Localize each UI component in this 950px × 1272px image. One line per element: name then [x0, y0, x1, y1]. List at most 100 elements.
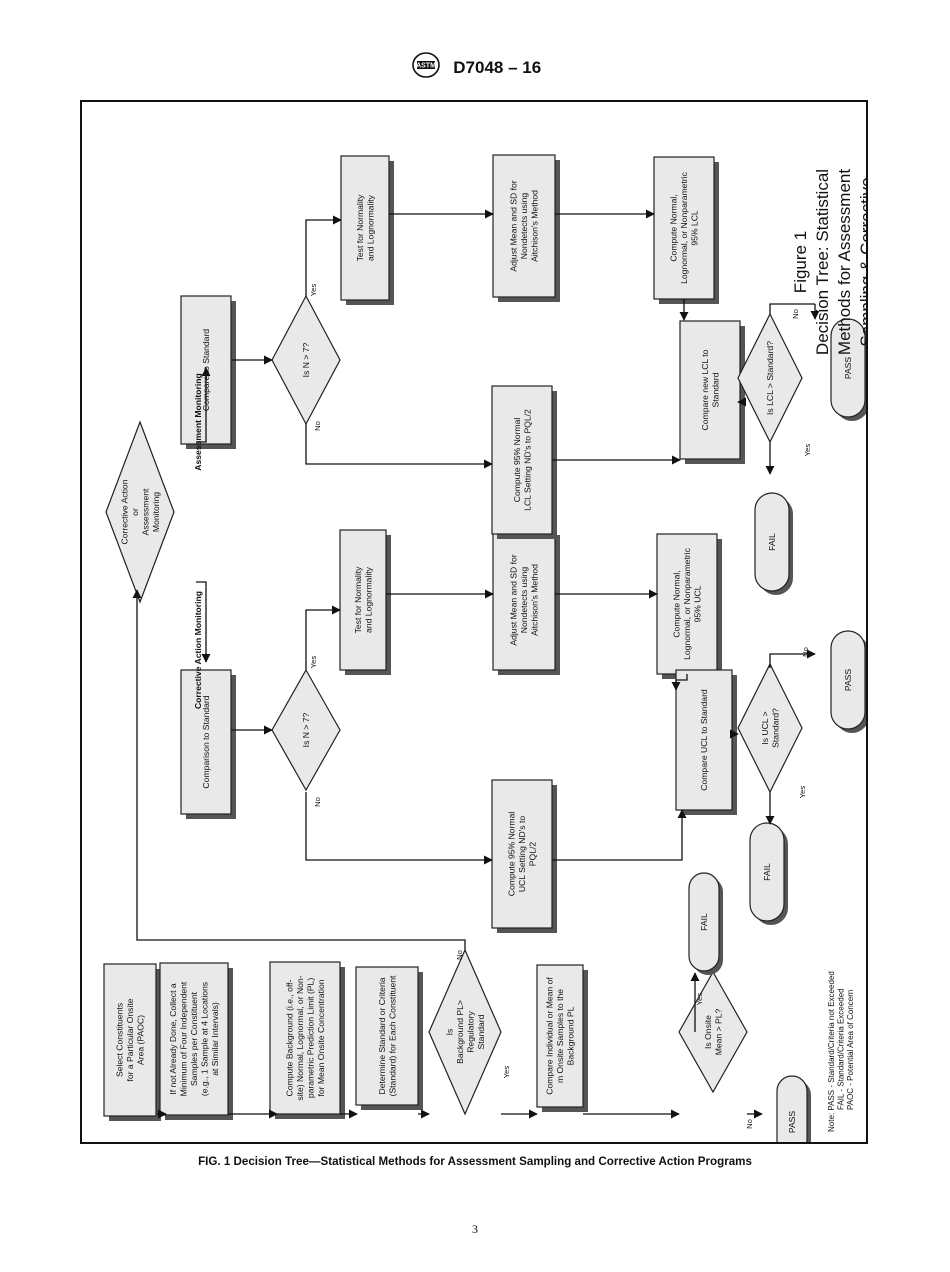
terminal-pass-label-line: PASS — [843, 357, 853, 380]
terminal-pass-label: PASS — [843, 357, 853, 380]
terminal-fail-label: FAIL — [762, 863, 772, 881]
figure-title-line: Decision Tree: Statistical — [813, 169, 832, 355]
process-box-b2-label-line: (e.g., 1 Sample at 4 Locations — [200, 982, 210, 1096]
label-corrective-monitoring-line: Corrective Action Monitoring — [193, 591, 203, 709]
process-box-b12-label: Compare to Standard — [201, 329, 211, 411]
process-box-b11 — [675, 669, 733, 811]
astm-logo-icon: ASTM — [409, 52, 443, 83]
decision-d2-label-line: Mean > PL? — [713, 1008, 723, 1055]
page-number: 3 — [472, 1222, 478, 1236]
process-box-b14 — [340, 155, 390, 301]
process-box-b4 — [355, 966, 419, 1106]
branch-label-yes-text: Yes — [309, 284, 318, 297]
branch-label-yes-text: Yes — [695, 993, 704, 1006]
process-box-b7-label-line: Compute 95% Normal — [507, 812, 517, 897]
process-box-b3-label: Compute Background (i.e., off-site) Norm… — [284, 975, 326, 1100]
decision-d6-label: Is N > 7? — [301, 342, 311, 377]
process-box-b9-label-line: Aitchison's Method — [530, 564, 540, 636]
figure-title-line: Figure 1 — [791, 231, 810, 293]
decision-d3-label-line: Corrective Action — [119, 479, 129, 544]
decision-d1-label-line: Regulatory — [465, 1011, 475, 1053]
terminal-fail-label: FAIL — [767, 533, 777, 551]
figure-note-line: PAOC - Potential Area of Concern — [846, 990, 855, 1110]
connector-line — [305, 792, 493, 865]
branch-label-no: No — [791, 309, 800, 319]
process-box-b10-label-line: Lognormal, or Nonparametric — [682, 547, 692, 659]
process-box-b6 — [180, 669, 232, 815]
label-assessment-monitoring: Assessment Monitoring — [193, 373, 203, 470]
terminal-fail-label-line: FAIL — [767, 533, 777, 551]
process-box-b10-label-line: 95% UCL — [693, 585, 703, 622]
process-box-b10-label: Compute Normal,Lognormal, or Nonparametr… — [672, 547, 703, 659]
process-box-b13 — [491, 385, 553, 535]
process-box-b7-label-line: PQL/2 — [528, 842, 538, 867]
process-box-b14-label-line: and Lognormality — [365, 194, 375, 261]
terminal-fail-label: FAIL — [699, 913, 709, 931]
connector-line — [769, 303, 815, 314]
connector-line — [305, 215, 342, 296]
label-corrective-monitoring: Corrective Action Monitoring — [193, 591, 203, 709]
branch-label-no: No — [313, 797, 322, 807]
process-box-b6-label: Comparison to Standard — [201, 695, 211, 788]
process-box-b10-label-line: Compute Normal, — [672, 570, 682, 637]
decision-d1-label-line: Is — [444, 1029, 454, 1036]
branch-label-yes: Yes — [798, 786, 807, 799]
process-box-b12-label-line: Compare to Standard — [201, 329, 211, 411]
connector-line — [305, 605, 341, 670]
process-box-b6-label-line: Comparison to Standard — [201, 695, 211, 788]
connector-line — [132, 589, 466, 950]
decision-d3 — [105, 420, 175, 604]
decision-d6-label-line: Is N > 7? — [301, 342, 311, 377]
process-box-b2 — [159, 962, 229, 1116]
process-box-b2-label-line: Minimum of Four Independent — [179, 981, 189, 1096]
process-box-b16 — [653, 156, 715, 300]
process-box-b15-label-line: Nondetects using — [519, 193, 529, 260]
branch-label-no-text: No — [791, 309, 800, 319]
branch-label-no: No — [801, 647, 810, 657]
process-box-b15-label-line: Adjust Mean and SD for — [509, 180, 519, 271]
decision-d7-label-line: Is LCL > Standard? — [765, 341, 775, 415]
svg-text:ASTM: ASTM — [416, 63, 436, 70]
process-box-b4-label-line: Determine Standard or Criteria — [377, 977, 387, 1094]
process-box-b17 — [679, 320, 741, 460]
branch-label-no-text: No — [745, 1119, 754, 1129]
process-box-b13-label-line: Compute 95% Normal — [512, 418, 522, 503]
decision-d2 — [678, 970, 748, 1094]
process-box-b16-label-line: Lognormal, or Nonparametric — [679, 171, 689, 283]
terminal-pass-label-line: PASS — [843, 669, 853, 692]
process-box-b1-label-line: for a Particular Onsite — [125, 998, 135, 1081]
decision-d5-label-line: Is UCL > — [760, 711, 770, 744]
terminal-fail — [754, 492, 790, 592]
figure-note-line: FAIL - Standard/Criteria Exceeded — [837, 988, 846, 1110]
process-box-b11-label-line: Compare UCL to Standard — [699, 689, 709, 791]
branch-label-yes: Yes — [803, 444, 812, 457]
terminal-fail-label-line: FAIL — [699, 913, 709, 931]
decision-d2-label-line: Is Onsite — [703, 1015, 713, 1049]
process-box-b7-label-line: UCL Setting ND's to — [517, 816, 527, 893]
branch-label-yes: Yes — [695, 993, 704, 1006]
branch-label-no: No — [455, 950, 464, 960]
process-box-b13-label-line: LCL Setting ND's to PQL/2 — [522, 409, 532, 511]
decision-d1-label-line: Background PL> — [455, 1000, 465, 1064]
figure-note-line: Note: PASS - Standard/Criteria not Excee… — [827, 971, 836, 1132]
process-box-b3-label-line: parametric Prediction Limit (PL) — [305, 978, 315, 1098]
branch-label-no: No — [313, 421, 322, 431]
process-box-b7 — [491, 779, 553, 929]
process-box-b4-label-line: (Standard) for Each Constituent — [387, 975, 397, 1096]
terminal-pass-label: PASS — [843, 669, 853, 692]
branch-label-yes-text: Yes — [803, 444, 812, 457]
branch-label-no-text: No — [313, 421, 322, 431]
document-id: D7048 – 16 — [453, 57, 542, 77]
connector-line — [196, 367, 211, 443]
figure-title-line: Sampling & Corrective — [857, 177, 868, 346]
process-box-b9-label-line: Nondetects using — [519, 567, 529, 634]
process-box-b1-label-line: Area (PAOC) — [136, 1015, 146, 1065]
connector-line — [196, 581, 211, 663]
terminal-pass — [830, 630, 866, 730]
process-box-b17-label-line: Standard — [710, 372, 720, 407]
